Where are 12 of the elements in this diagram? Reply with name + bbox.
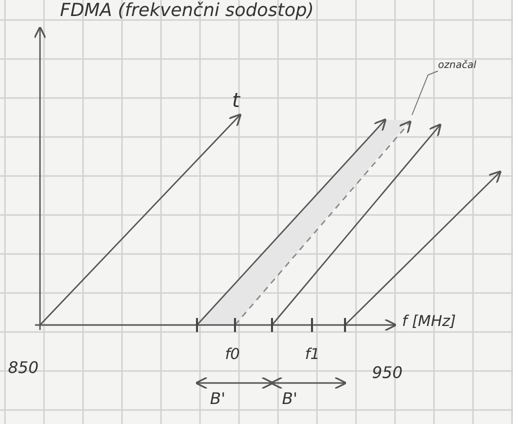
tick-label: f1 (305, 345, 320, 363)
callout-label: označal (438, 60, 476, 71)
dimension-label: B' (210, 389, 226, 408)
axis-label: f [MHz] (402, 312, 456, 330)
time-arrow (234, 120, 412, 326)
tick-label: f0 (225, 345, 240, 363)
tick-label: 950 (372, 363, 403, 382)
axis-label: t (232, 88, 240, 112)
leader-line (412, 70, 438, 116)
tick-label: 850 (8, 358, 39, 377)
dimension-label: B' (282, 389, 298, 408)
title: FDMA (frekvenčni sodostop) (60, 0, 314, 21)
